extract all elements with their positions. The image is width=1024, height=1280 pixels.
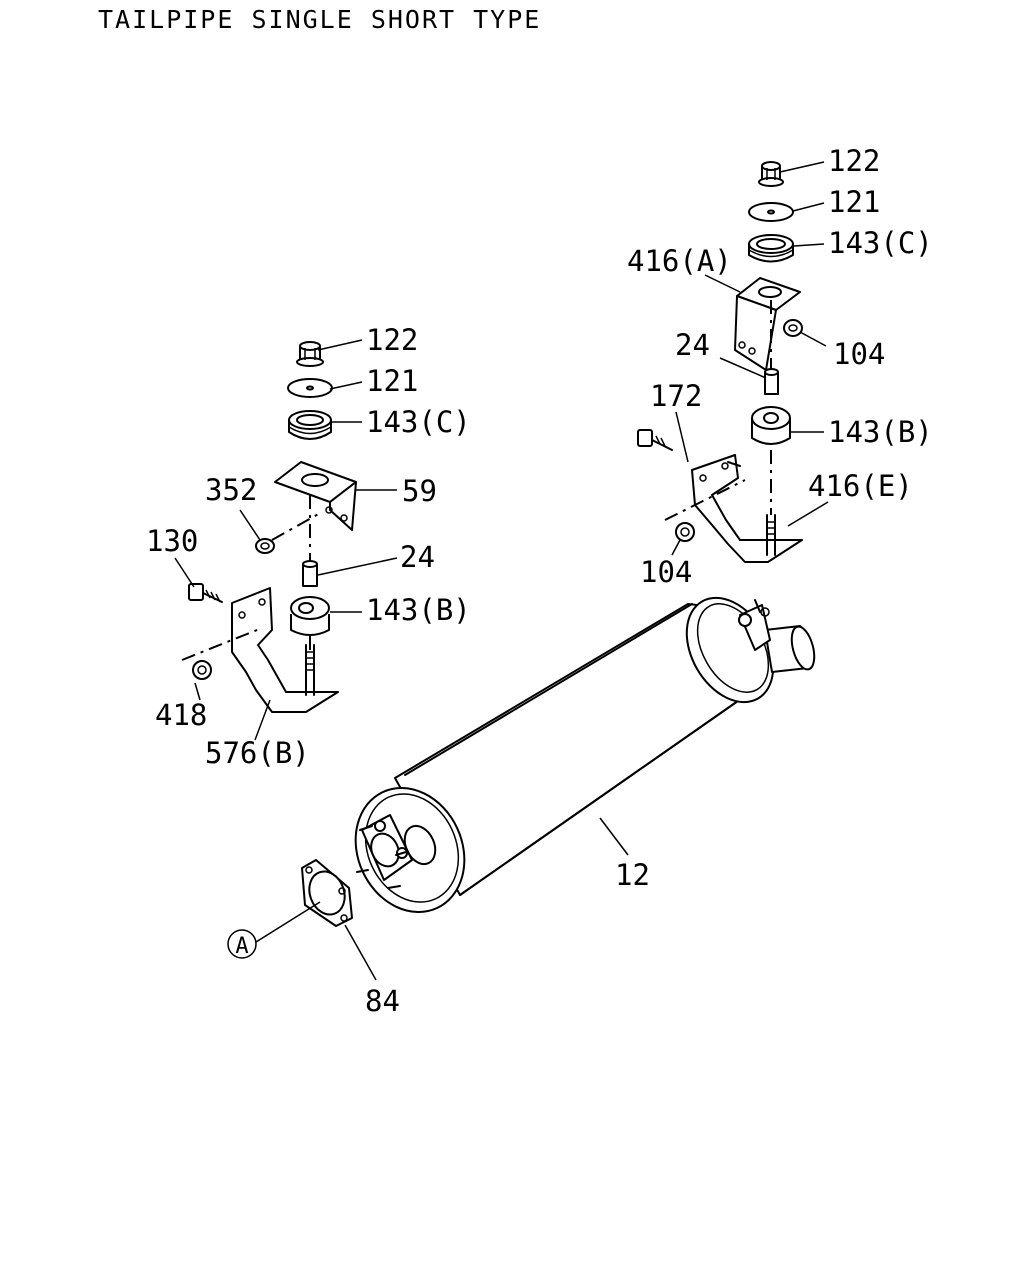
callout-left-121: 121 bbox=[366, 364, 418, 398]
left-bolt-130 bbox=[188, 583, 223, 603]
right-nut-104-top bbox=[783, 319, 803, 337]
callout-left-143b: 143(B) bbox=[366, 593, 471, 627]
callout-left-352: 352 bbox=[205, 473, 257, 507]
callout-left-24: 24 bbox=[400, 540, 435, 574]
left-bracket-576b bbox=[231, 587, 339, 713]
left-nut-418 bbox=[192, 660, 212, 680]
right-nut-104-bottom bbox=[675, 522, 695, 542]
left-washer-121 bbox=[287, 378, 333, 398]
right-bracket-416a bbox=[734, 277, 801, 371]
left-nut-122 bbox=[296, 341, 324, 367]
ref-a-circle bbox=[227, 929, 257, 959]
callout-right-416e: 416(E) bbox=[808, 469, 913, 503]
callout-left-59: 59 bbox=[402, 474, 437, 508]
callout-labels: 122 121 143(C) 59 352 24 130 143(B) 418 … bbox=[146, 144, 933, 1018]
callout-left-576b: 576(B) bbox=[205, 736, 310, 770]
right-washer-121 bbox=[748, 202, 794, 222]
muffler-12 bbox=[354, 596, 816, 914]
leader-12 bbox=[599, 817, 629, 856]
muffler-inlet-studs bbox=[356, 820, 408, 889]
right-bushing-143b bbox=[751, 406, 791, 445]
callout-right-104-top: 104 bbox=[833, 337, 885, 371]
left-bushing-143c bbox=[288, 410, 332, 440]
left-nut-352 bbox=[255, 538, 275, 554]
right-leaders bbox=[671, 161, 829, 556]
gasket-84 bbox=[301, 859, 353, 927]
left-bushing-143b bbox=[290, 596, 330, 636]
callout-right-143b: 143(B) bbox=[828, 415, 933, 449]
callout-left-143c: 143(C) bbox=[366, 405, 471, 439]
left-bracket-59 bbox=[274, 461, 357, 531]
leader-84 bbox=[344, 924, 377, 981]
right-bracket-416e bbox=[691, 454, 803, 563]
callout-right-121: 121 bbox=[828, 185, 880, 219]
callout-right-104-bottom: 104 bbox=[640, 555, 692, 589]
callout-right-172: 172 bbox=[650, 379, 702, 413]
leader-a bbox=[255, 901, 321, 943]
right-bushing-143c bbox=[748, 234, 794, 263]
callout-gasket-84: 84 bbox=[365, 984, 400, 1018]
callout-right-416a: 416(A) bbox=[627, 244, 732, 278]
diagram-title: TAILPIPE SINGLE SHORT TYPE bbox=[98, 5, 541, 34]
left-collar-24 bbox=[302, 560, 318, 587]
right-collar-24 bbox=[764, 368, 779, 395]
callout-right-143c: 143(C) bbox=[828, 226, 933, 260]
callout-left-418: 418 bbox=[155, 698, 207, 732]
right-mount-assembly bbox=[637, 161, 803, 563]
right-bolt-172 bbox=[637, 429, 673, 451]
callout-left-122: 122 bbox=[366, 323, 418, 357]
callout-right-122: 122 bbox=[828, 144, 880, 178]
left-mount-assembly bbox=[181, 341, 357, 713]
callout-muffler-12: 12 bbox=[615, 858, 650, 892]
right-nut-122 bbox=[758, 161, 784, 187]
left-leaders bbox=[174, 339, 398, 741]
callout-right-24: 24 bbox=[675, 328, 710, 362]
ref-a-label: A bbox=[235, 934, 248, 959]
callout-left-130: 130 bbox=[146, 524, 198, 558]
